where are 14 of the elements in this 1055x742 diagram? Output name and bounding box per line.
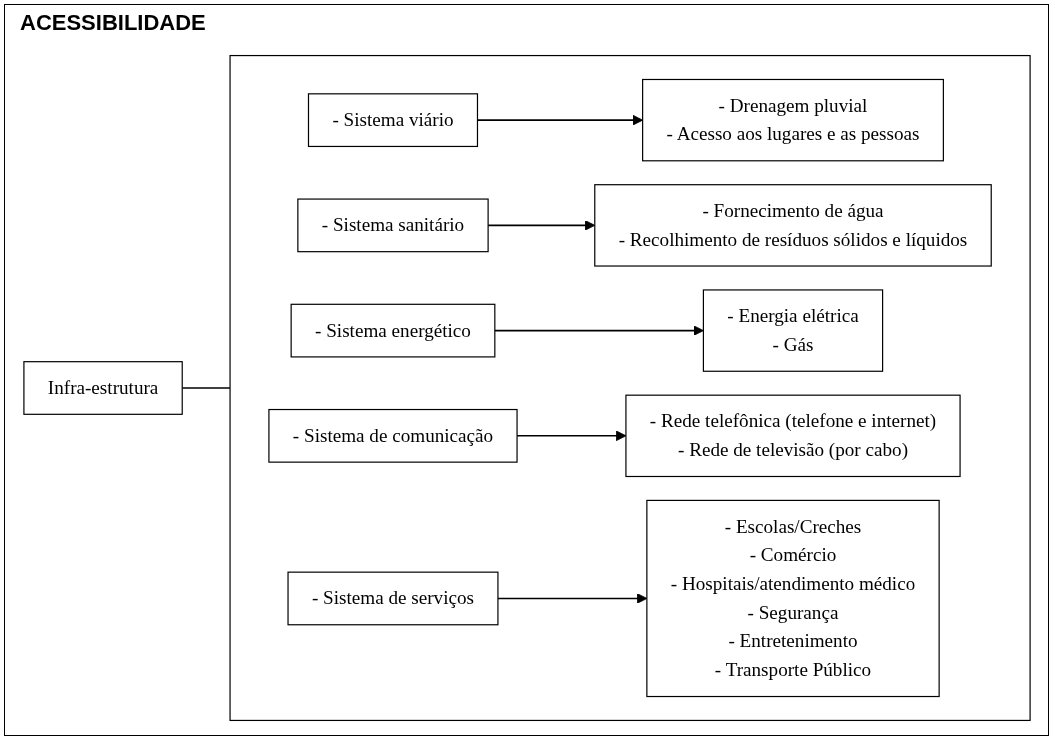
node-box: - Sistema de serviços: [287, 571, 499, 626]
node-box: Infra-estrutura: [23, 361, 183, 415]
node-box: - Fornecimento de água - Recolhimento de resíduos sólidos e líquidos: [594, 184, 992, 267]
node-box: - Rede telefônica (telefone e internet) - Rede de televisão (por cabo): [625, 394, 961, 478]
node-box: - Drenagem pluvial - Acesso aos lugares e as pessoas: [642, 78, 944, 162]
node-box: - Sistema viário: [307, 93, 479, 148]
arrow: [494, 325, 704, 336]
node-box: - Sistema sanitário: [297, 198, 489, 253]
node-box: - Sistema de comunicação: [268, 408, 518, 463]
diagram-title: ACESSIBILIDADE: [20, 10, 206, 36]
node-box: - Escolas/Creches - Comércio - Hospitais/atendimento médico - Segurança - Entretenimento - Transporte Público: [646, 499, 940, 698]
cluster: [229, 54, 1031, 722]
node-box: - Energia elétrica - Gás: [702, 289, 884, 372]
node-box: - Sistema energético: [290, 303, 496, 358]
